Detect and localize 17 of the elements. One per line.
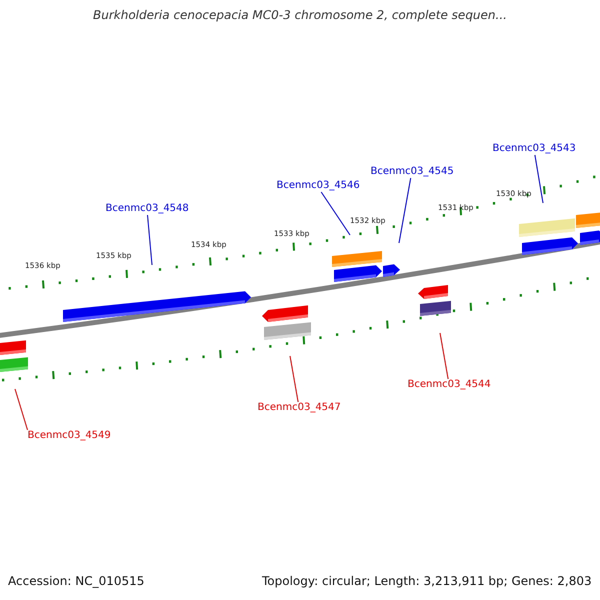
gene-label: Bcenmc03_4545 xyxy=(370,166,454,178)
gene-label: Bcenmc03_4546 xyxy=(276,180,360,192)
gene-label: Bcenmc03_4547 xyxy=(258,402,341,414)
leader-line xyxy=(534,154,544,204)
leader-line xyxy=(320,192,350,236)
leader-line xyxy=(14,388,28,430)
leader-line xyxy=(290,356,299,402)
gene-label: Bcenmc03_4544 xyxy=(408,379,491,390)
gene-label: Bcenmc03_4543 xyxy=(492,143,576,154)
gene-label: Bcenmc03_4549 xyxy=(28,430,111,442)
title: Burkholderia cenocepacia MC0-3 chromosome 2, complete sequen... xyxy=(92,9,508,23)
accession-text: Accession: NC_010515 xyxy=(8,575,144,589)
genome-stats-text: Topology: circular; Length: 3,213,911 bp; Genes: 2,803 xyxy=(262,575,592,589)
leader-line xyxy=(440,332,449,380)
gene-label: Bcenmc03_4548 xyxy=(106,203,189,214)
leader-line xyxy=(147,214,152,266)
leader-line xyxy=(398,178,412,244)
